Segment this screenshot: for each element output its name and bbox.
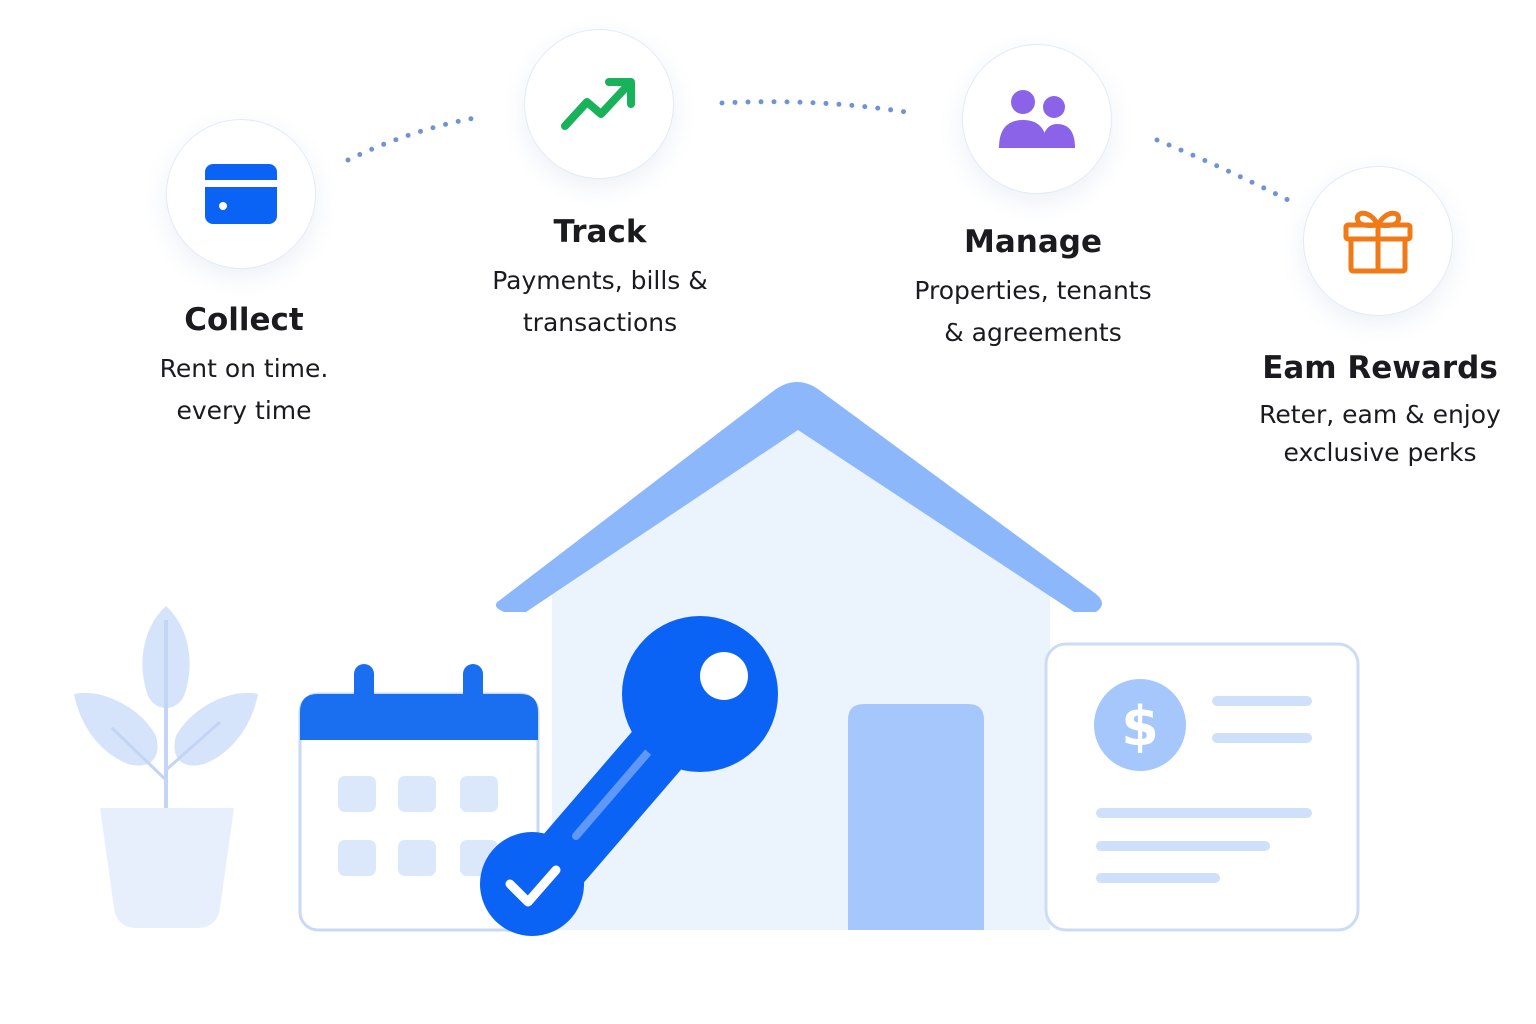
feature-description-line: & agreements	[944, 318, 1122, 347]
feature-title: Manage	[964, 224, 1102, 260]
feature-title: Track	[553, 214, 647, 250]
manage-feature: Manage Properties, tenants & agreements	[873, 222, 1193, 354]
dollar-icon: $	[1121, 695, 1159, 758]
users-icon	[999, 90, 1075, 148]
check-badge-icon	[480, 832, 584, 936]
feature-description-line: Rent on time.	[159, 354, 329, 383]
invoice-card-icon: $	[1044, 642, 1360, 932]
rewards-feature: Eam Rewards Reter, eam & enjoy exclusive…	[1220, 348, 1536, 472]
key-icon	[521, 616, 778, 903]
feature-description-line: every time	[176, 396, 312, 425]
track-feature: Track Payments, bills & transactions	[440, 212, 760, 344]
feature-title: Collect	[184, 302, 304, 338]
collect-icon-circle	[166, 119, 316, 269]
feature-description-line: Payments, bills &	[492, 266, 708, 295]
plant-icon	[74, 606, 258, 928]
manage-icon-circle	[962, 44, 1112, 194]
rewards-icon-circle	[1303, 166, 1453, 316]
track-icon-circle	[524, 29, 674, 179]
feature-description-line: Properties, tenants	[914, 276, 1152, 305]
feature-description-line: exclusive perks	[1283, 438, 1477, 467]
gift-icon	[1343, 210, 1413, 274]
credit-card-icon	[205, 164, 277, 224]
calendar-icon	[298, 664, 540, 932]
feature-title: Eam Rewards	[1262, 350, 1498, 386]
collect-feature: Collect Rent on time. every time	[84, 300, 404, 432]
trend-up-icon	[561, 78, 635, 130]
house-icon	[495, 382, 1102, 930]
feature-description-line: Reter, eam & enjoy	[1259, 400, 1501, 429]
feature-description-line: transactions	[522, 308, 678, 337]
